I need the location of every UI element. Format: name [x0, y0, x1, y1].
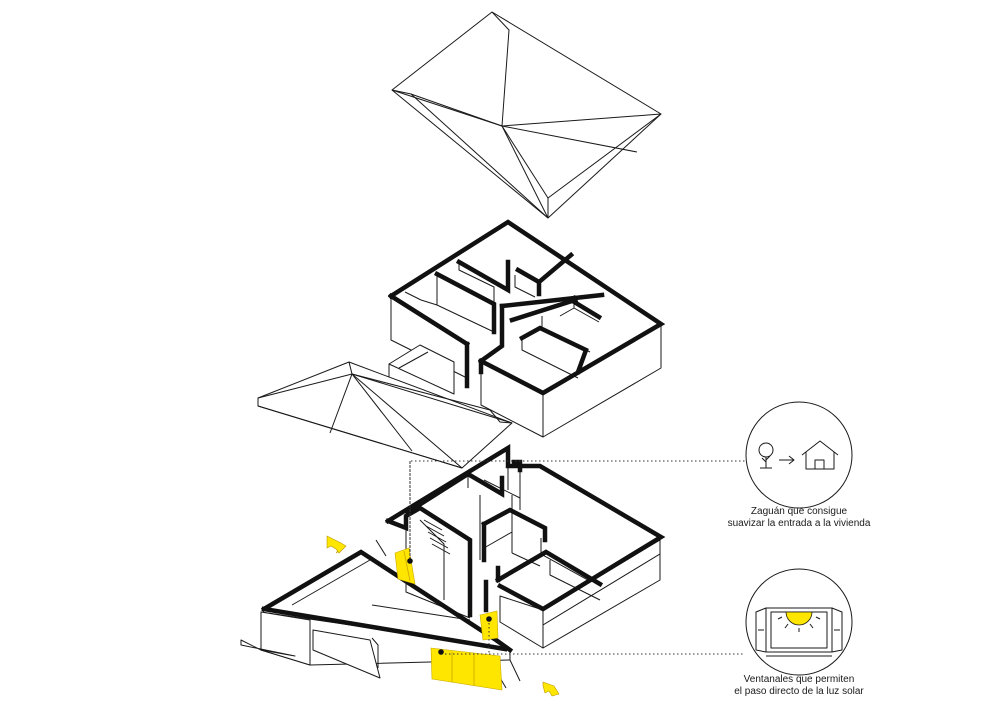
- leader-dot-front: [438, 649, 444, 655]
- leader-lines: [407, 460, 745, 655]
- callout-circle-windows: [745, 568, 853, 676]
- callout-label-entrance-line1: Zaguán que consigue: [750, 506, 848, 517]
- leader-dot-upper: [407, 558, 413, 564]
- callout-label-windows-line1: Ventanales que permiten: [743, 674, 855, 685]
- callout-label-windows: Ventanales que permiten el paso directo …: [716, 674, 882, 698]
- callout-circle-entrance: [745, 401, 853, 509]
- window-sun-icon: [755, 607, 843, 657]
- entry-arrow-upper: [326, 535, 347, 554]
- entrance-roof: [257, 361, 513, 469]
- tree-arrow-house-icon: [758, 440, 839, 470]
- callout-label-entrance: Zaguán que consigue suavizar la entrada …: [716, 506, 882, 530]
- stair-hatch: [423, 519, 451, 555]
- highlight-windows: [394, 547, 503, 691]
- upper-floor: [387, 219, 666, 438]
- callout-label-windows-line2: el paso directo de la luz solar: [734, 686, 864, 697]
- leader-dot-middle: [486, 616, 492, 622]
- window-panel-front: [430, 647, 503, 691]
- main-roof: [391, 11, 662, 219]
- window-panel-upper: [394, 547, 416, 585]
- entry-arrow-lower: [542, 681, 560, 697]
- callout-label-entrance-line2: suavizar la entrada a la vivienda: [727, 518, 871, 529]
- window-panel-middle: [479, 610, 499, 641]
